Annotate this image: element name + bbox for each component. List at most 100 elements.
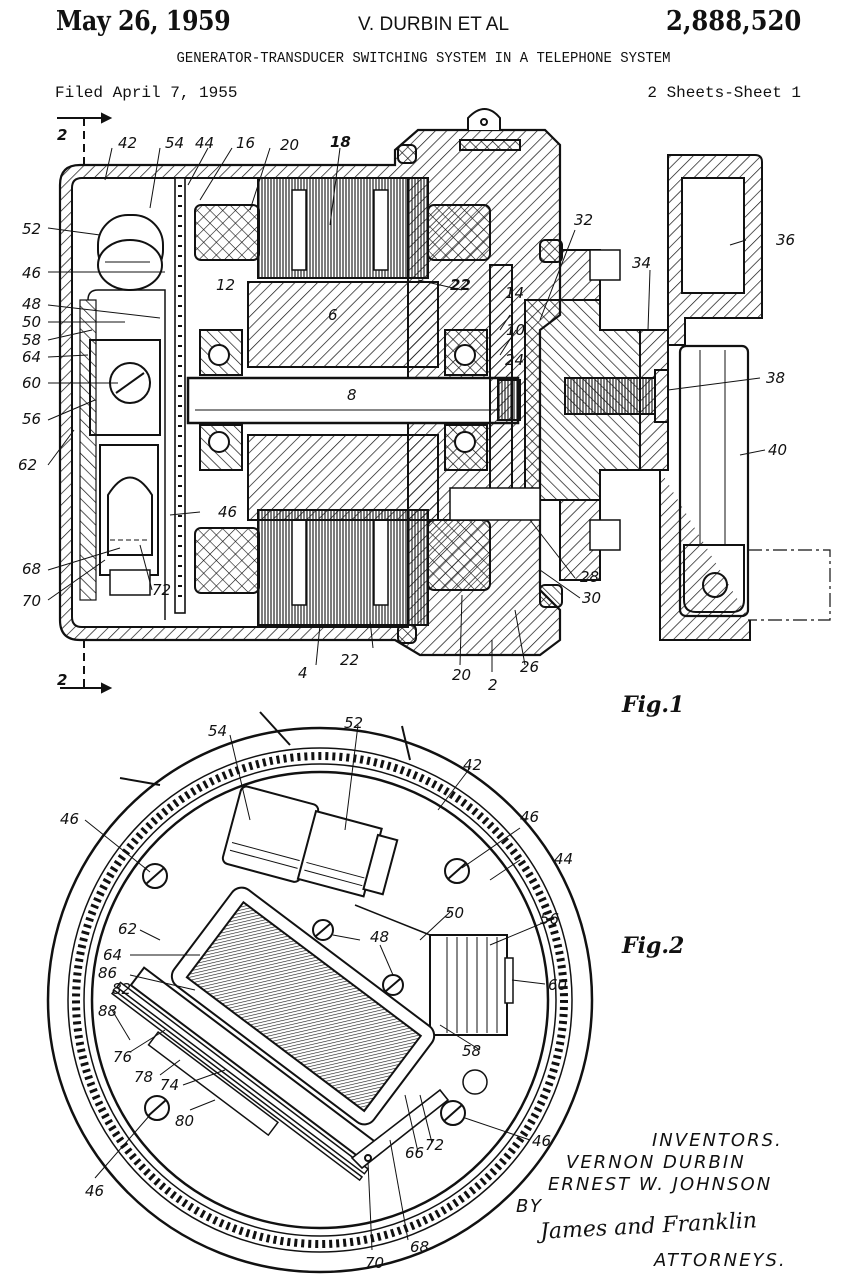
ref-label: 46 xyxy=(532,1132,551,1150)
ref-label: 62 xyxy=(18,456,37,474)
section-label-bottom: 2 xyxy=(57,671,67,689)
inventor-name: VERNON DURBIN xyxy=(566,1152,746,1173)
ref-label: 46 xyxy=(60,810,79,828)
ref-label: 46 xyxy=(520,808,539,826)
ref-label: 64 xyxy=(22,348,41,366)
ref-label: 28 xyxy=(580,568,599,586)
ref-label: 44 xyxy=(554,850,573,868)
ref-label: 24 xyxy=(505,351,524,369)
ref-label: 14 xyxy=(505,284,524,302)
sheet-count: 2 Sheets-Sheet 1 xyxy=(647,84,801,102)
section-label-top: 2 xyxy=(57,126,67,144)
ref-label: 36 xyxy=(776,231,795,249)
ref-label: 16 xyxy=(236,134,255,152)
gasket-ring-44 xyxy=(72,752,568,1248)
ref-label: 62 xyxy=(118,920,137,938)
ref-label: 88 xyxy=(98,1002,117,1020)
ref-label: 68 xyxy=(410,1238,429,1256)
switch-box-56 xyxy=(429,934,508,1036)
screws-46 xyxy=(142,858,470,1126)
ref-label: 52 xyxy=(22,220,41,238)
ref-label: 22 xyxy=(450,276,471,294)
ref-label: 48 xyxy=(22,295,41,313)
lamp-52 xyxy=(97,214,164,291)
ref-label: 18 xyxy=(330,133,351,151)
ref-label: 58 xyxy=(22,331,41,349)
ref-label: 60 xyxy=(548,976,567,994)
lamp-assembly-52-54 xyxy=(221,785,399,898)
ref-label: 20 xyxy=(452,666,471,684)
figure-2-numerals: 54 52 42 46 46 44 62 50 56 64 48 86 82 6… xyxy=(60,714,684,1272)
ref-label: 42 xyxy=(118,134,137,152)
patent-date: May 26, 1959 xyxy=(56,6,231,37)
field-coil xyxy=(194,204,260,261)
patent-title: GENERATOR-TRANSDUCER SWITCHING SYSTEM IN… xyxy=(176,50,671,67)
coil-assembly-62-64 xyxy=(110,886,436,1182)
ref-label: 58 xyxy=(462,1042,481,1060)
ref-label: 70 xyxy=(365,1254,384,1272)
ref-label: 46 xyxy=(22,264,41,282)
figure-2-labels xyxy=(84,724,551,1251)
bearings xyxy=(199,329,488,471)
bracket-50 xyxy=(87,289,166,620)
inventor-short: V. DURBIN ET AL xyxy=(358,14,510,35)
ref-label: 44 xyxy=(195,134,214,152)
section-mark-bottom xyxy=(60,640,113,694)
patent-number: 2,888,520 xyxy=(665,6,801,37)
ref-label: 64 xyxy=(103,946,122,964)
ref-label: 6 xyxy=(328,306,338,324)
ref-label: 42 xyxy=(463,756,482,774)
ref-label: 66 xyxy=(405,1144,424,1162)
ref-label: 46 xyxy=(218,503,237,521)
ref-label: 72 xyxy=(152,581,171,599)
ref-label: 2 xyxy=(488,676,498,694)
ref-label: 78 xyxy=(134,1068,153,1086)
inventors-heading: INVENTORS. xyxy=(652,1130,783,1151)
figure-1-numerals: 2 2 42 54 44 16 20 18 52 46 48 50 58 64 … xyxy=(18,126,795,718)
attorneys-heading: ATTORNEYS. xyxy=(654,1250,787,1271)
figure-1-labels xyxy=(47,147,766,672)
by-label: BY xyxy=(516,1196,544,1217)
outer-rim xyxy=(46,726,594,1274)
ref-label: 70 xyxy=(22,592,41,610)
ref-label: 12 xyxy=(216,276,235,294)
figure-1-caption: Fig.1 xyxy=(621,692,684,718)
stator-laminations xyxy=(257,177,429,279)
ref-label: 86 xyxy=(98,964,117,982)
filed-date: Filed April 7, 1955 xyxy=(55,84,238,102)
ref-label: 80 xyxy=(175,1112,194,1130)
ref-label: 56 xyxy=(22,410,41,428)
figure-2-caption: Fig.2 xyxy=(621,933,684,959)
figure-2 xyxy=(46,711,594,1274)
ref-label: 50 xyxy=(22,313,41,331)
ref-label: 72 xyxy=(425,1136,444,1154)
ref-label: 54 xyxy=(208,722,227,740)
ref-label: 22 xyxy=(340,651,359,669)
ref-label: 76 xyxy=(113,1048,132,1066)
ref-label: 38 xyxy=(766,369,785,387)
ref-label: 4 xyxy=(298,664,308,682)
ref-label: 52 xyxy=(344,714,363,732)
ref-label: 20 xyxy=(280,136,299,154)
ref-label: 40 xyxy=(768,441,787,459)
ref-label: 8 xyxy=(347,386,357,404)
inventor-name: ERNEST W. JOHNSON xyxy=(548,1174,773,1195)
ref-label: 82 xyxy=(112,980,131,998)
ref-label: 30 xyxy=(582,589,601,607)
figure-1 xyxy=(57,108,831,694)
rotor xyxy=(247,281,439,368)
ref-label: 54 xyxy=(165,134,184,152)
ref-label: 48 xyxy=(370,928,389,946)
ref-label: 50 xyxy=(445,904,464,922)
ref-label: 60 xyxy=(22,374,41,392)
ref-label: 74 xyxy=(160,1076,179,1094)
ref-label: 10 xyxy=(506,321,525,339)
section-mark-top xyxy=(57,112,113,170)
ref-label: 32 xyxy=(574,211,593,229)
ref-label: 68 xyxy=(22,560,41,578)
ref-label: 26 xyxy=(520,658,539,676)
ref-label: 46 xyxy=(85,1182,104,1200)
ref-label: 56 xyxy=(540,910,559,928)
ref-label: 34 xyxy=(632,254,651,272)
